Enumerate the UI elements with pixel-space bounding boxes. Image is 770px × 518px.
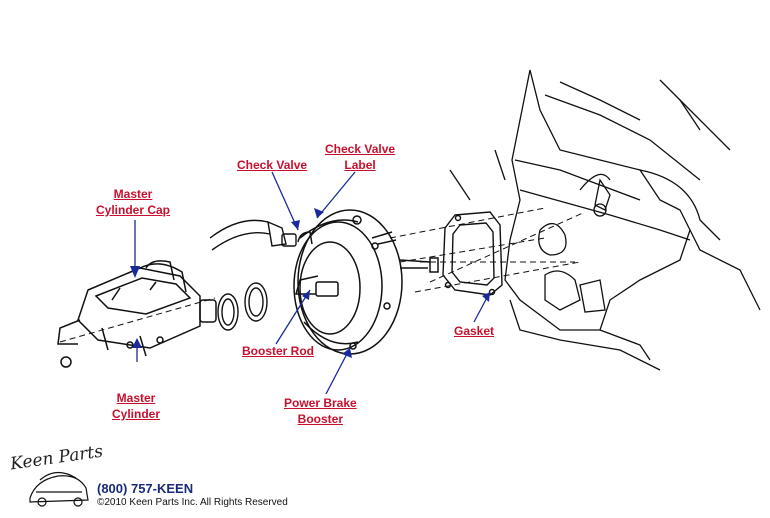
- copyright-notice: ©2010 Keen Parts Inc. All Rights Reserve…: [97, 497, 288, 508]
- check-valve-label-line1: Check Valve: [325, 142, 396, 156]
- check-valve-label-line2: Label: [344, 158, 376, 172]
- gasket-callout[interactable]: Gasket: [454, 323, 494, 339]
- power-brake-booster-callout[interactable]: Power Brake Booster: [284, 395, 357, 427]
- master-cylinder-cap-line1: Master: [113, 187, 153, 201]
- firewall-panel: [449, 69, 761, 371]
- leader-check-valve: [271, 171, 299, 231]
- check-valve-text: Check Valve: [237, 158, 308, 172]
- power-brake-booster-part: [293, 209, 439, 355]
- booster-rod-text: Booster Rod: [242, 344, 314, 358]
- phone-number[interactable]: (800) 757-KEEN: [97, 481, 194, 496]
- keen-parts-logo-car: [29, 471, 89, 507]
- leader-booster-rod: [275, 289, 311, 345]
- leader-arrowheads: [130, 208, 490, 358]
- alignment-dashes: [59, 207, 586, 343]
- master-cylinder-cap-callout[interactable]: Master Cylinder Cap: [96, 186, 170, 218]
- leader-check-valve-label: [316, 171, 356, 219]
- power-brake-booster-line2: Booster: [297, 412, 344, 426]
- master-cylinder-line2: Cylinder: [112, 407, 161, 421]
- check-valve-label-callout[interactable]: Check Valve: [237, 157, 307, 173]
- master-cylinder-line1: Master: [116, 391, 156, 405]
- master-cylinder-callout[interactable]: Master Cylinder: [112, 390, 160, 422]
- seal-rings: [217, 282, 268, 331]
- booster-rod-callout[interactable]: Booster Rod: [242, 343, 314, 359]
- leader-lines: [134, 171, 491, 395]
- check-valve-hose: [209, 219, 297, 251]
- leader-power-brake-booster: [325, 347, 351, 395]
- check-valve-label-text-callout[interactable]: Check Valve Label: [325, 141, 395, 173]
- master-cylinder-part: [57, 260, 217, 368]
- gasket-text: Gasket: [454, 324, 495, 338]
- master-cylinder-cap-line2: Cylinder Cap: [96, 203, 171, 217]
- power-brake-booster-line1: Power Brake: [284, 396, 357, 410]
